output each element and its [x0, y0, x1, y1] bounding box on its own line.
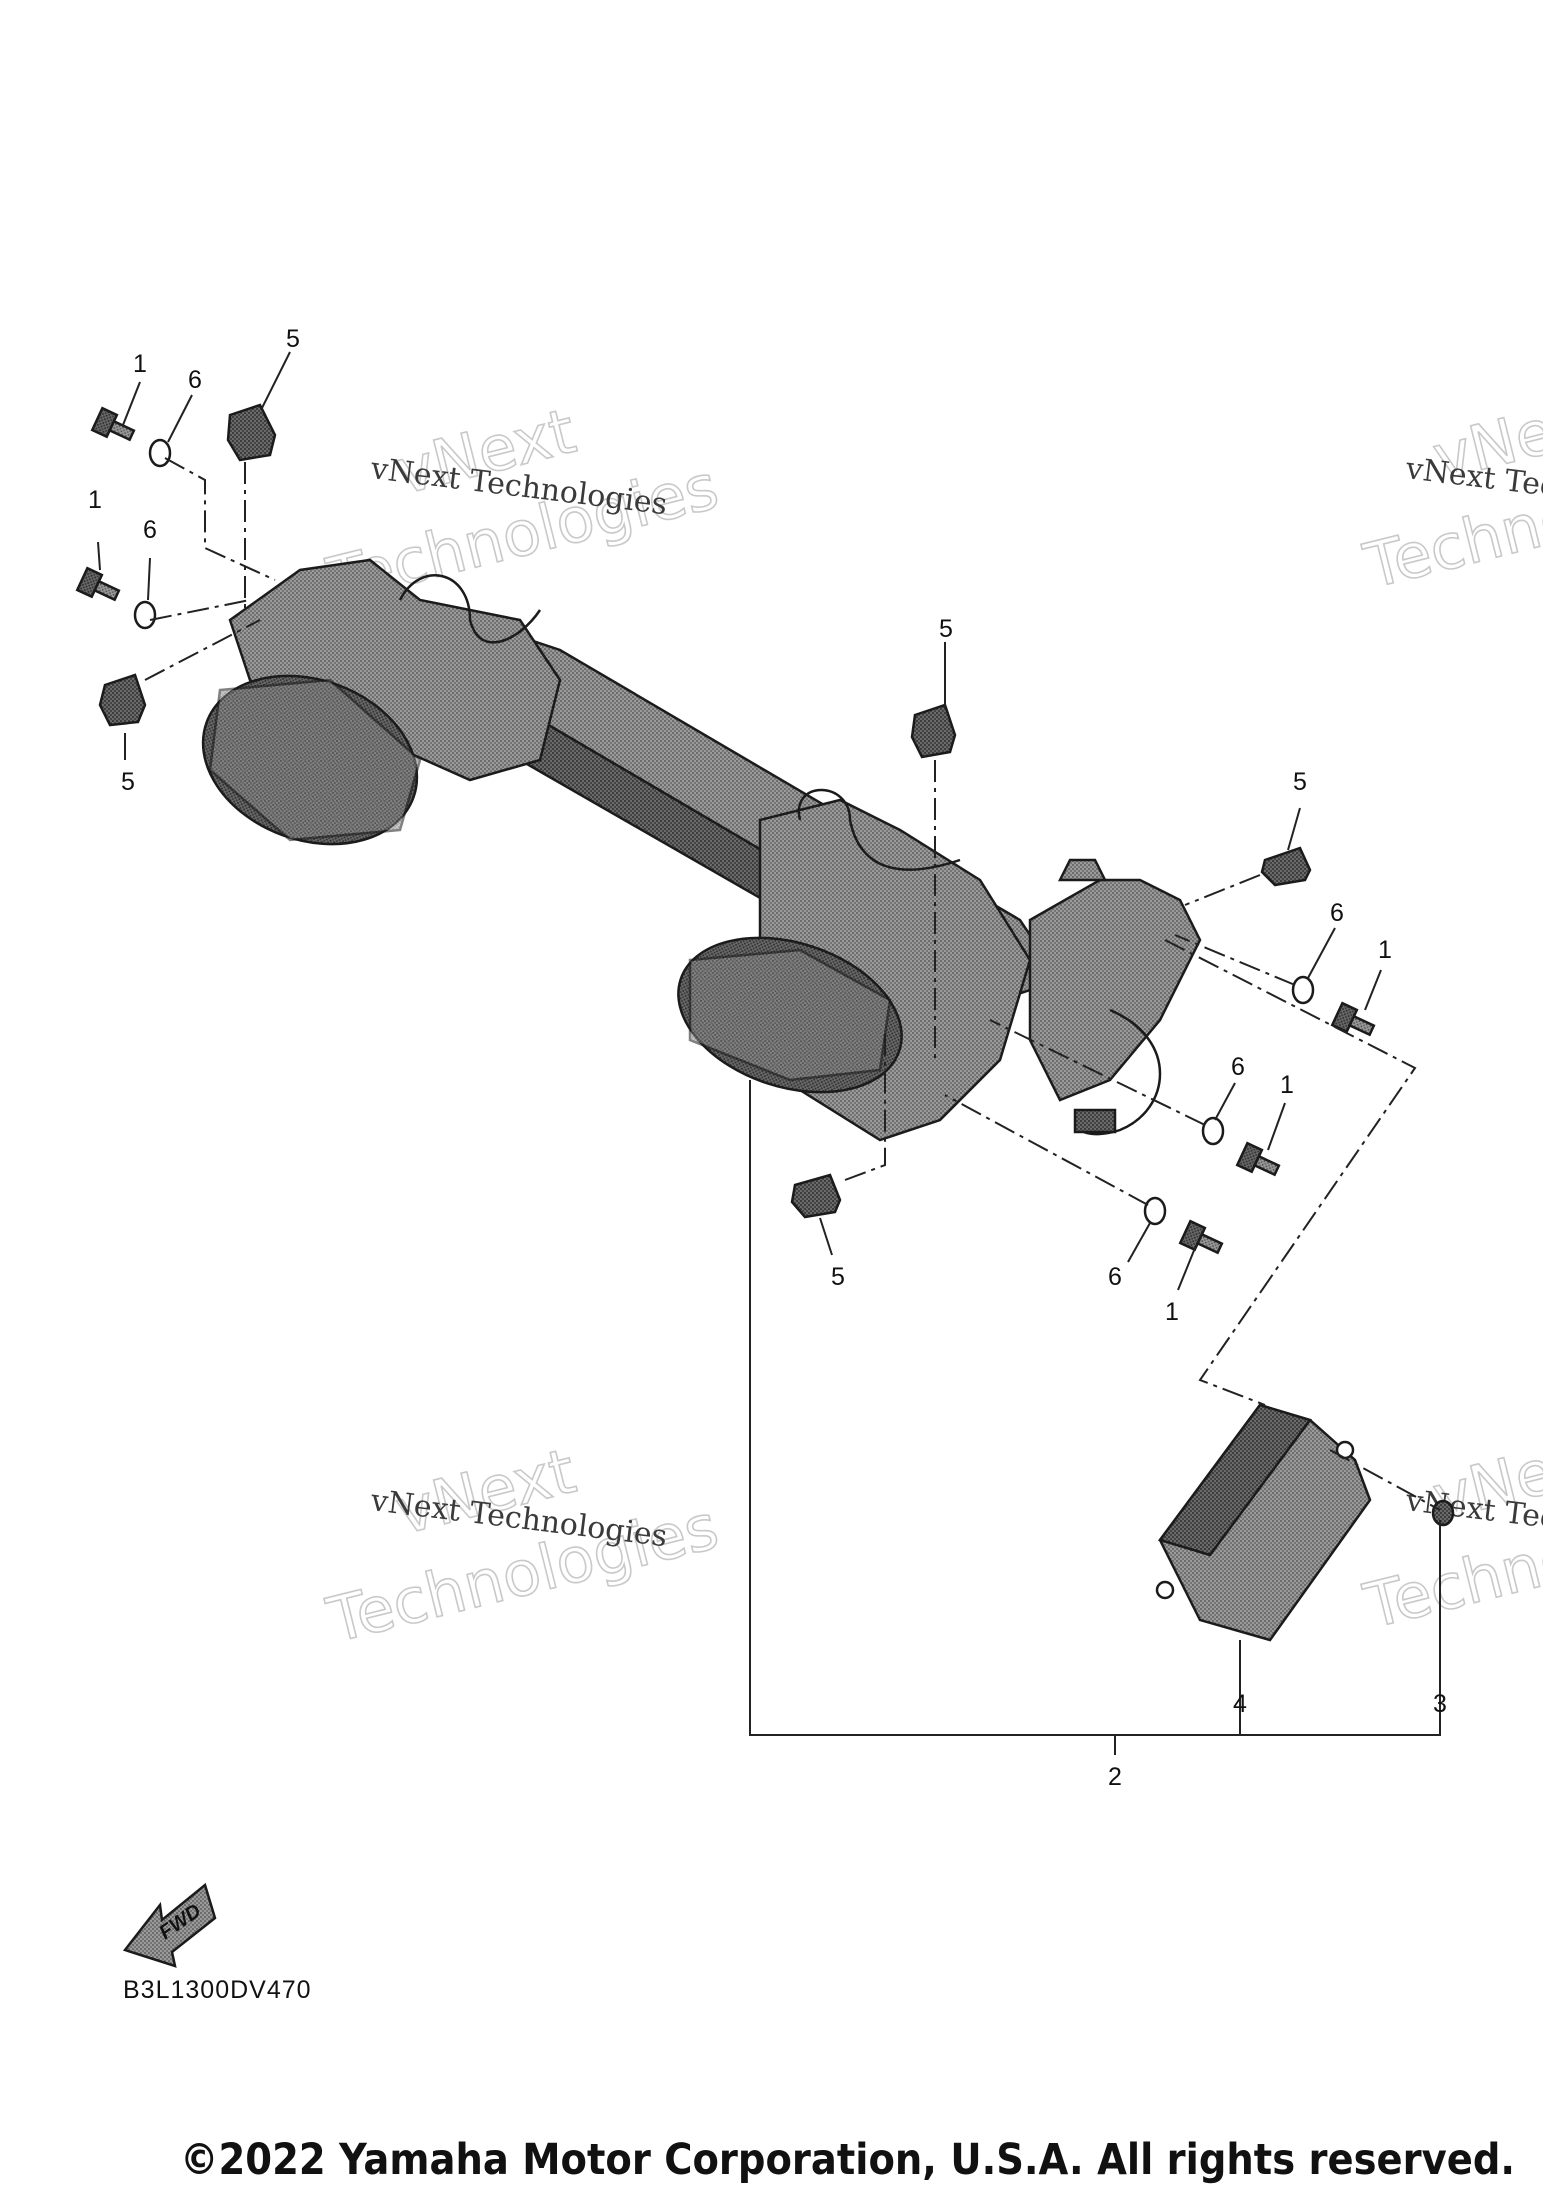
- washer-6a: [148, 438, 172, 468]
- callout-2: 2: [1108, 1763, 1122, 1791]
- callout-6: 6: [143, 516, 157, 544]
- harness-connector: [1073, 1108, 1117, 1134]
- callout-5: 5: [1293, 768, 1307, 796]
- callout-5: 5: [831, 1263, 845, 1291]
- callout-1: 1: [1280, 1071, 1294, 1099]
- nut-5c: [910, 703, 957, 759]
- assembly-lines: [144, 457, 1441, 1511]
- nut-5d: [1260, 846, 1312, 887]
- right-pipe: [797, 788, 961, 871]
- bolt-1d: [1235, 1141, 1281, 1177]
- callout-numbers: 1 6 5 1 6 5 5 5 6 1 6 1 5 6 1 4 3 2: [88, 325, 1447, 1791]
- washer-6e: [1143, 1196, 1167, 1226]
- fwd-arrow-icon: [122, 1882, 217, 1968]
- callout-6: 6: [1330, 899, 1344, 927]
- nut-5b: [98, 673, 147, 727]
- control-unit-mount-lower: [1155, 1580, 1175, 1600]
- left-lens-rim: [208, 678, 422, 842]
- fwd-arrow: FWD: [122, 1882, 217, 1968]
- leader-lines: [97, 351, 1441, 1755]
- side-plate: [1028, 878, 1202, 1102]
- watermark-top-right: vNext Technologies vNext Technologies: [1356, 379, 1543, 604]
- callout-5: 5: [939, 615, 953, 643]
- bolt-3: [1431, 1499, 1455, 1527]
- bolt-1b: [75, 566, 121, 602]
- watermark-middle-right: vNext Technologies vNext Technologies: [1356, 1419, 1543, 1644]
- drawing-code: B3L1300DV470: [123, 1976, 312, 2004]
- washer-6c: [1291, 975, 1315, 1005]
- washer-6d: [1201, 1116, 1225, 1146]
- nut-5e: [790, 1173, 842, 1219]
- copyright-notice: ©2022 Yamaha Motor Corporation, U.S.A. A…: [180, 2135, 1515, 2185]
- callout-5: 5: [121, 768, 135, 796]
- side-plate-tab: [1057, 858, 1108, 882]
- callout-1: 1: [133, 350, 147, 378]
- callout-1: 1: [1165, 1298, 1179, 1326]
- headlight-assembly: [201, 558, 1202, 1142]
- control-unit: [1155, 1403, 1372, 1642]
- left-pipe: [398, 574, 542, 644]
- nut-5a: [226, 403, 277, 462]
- bolt-1e: [1178, 1219, 1224, 1255]
- right-lens-rim: [688, 948, 892, 1082]
- callout-6: 6: [1231, 1053, 1245, 1081]
- callout-6: 6: [188, 366, 202, 394]
- callout-4: 4: [1233, 1690, 1247, 1718]
- callout-5: 5: [286, 325, 300, 353]
- bolt-1c: [1330, 1001, 1376, 1037]
- callout-3: 3: [1433, 1690, 1447, 1718]
- bolt-1a: [90, 406, 136, 442]
- callout-1: 1: [88, 486, 102, 514]
- washer-6b: [133, 600, 157, 630]
- callout-1: 1: [1378, 936, 1392, 964]
- watermark-middle-left: vNext Technologies vNext Technologies: [319, 1433, 726, 1658]
- control-unit-face: [1157, 1403, 1313, 1557]
- callout-6: 6: [1108, 1263, 1122, 1291]
